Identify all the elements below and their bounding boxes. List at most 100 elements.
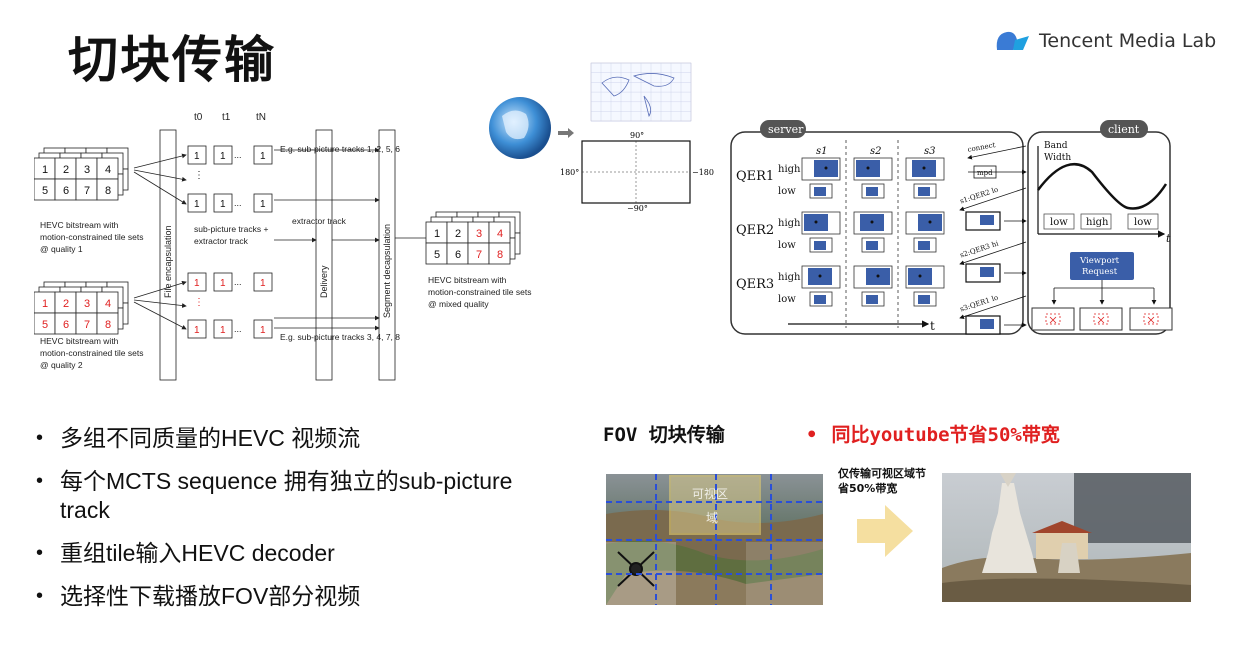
tile-number: 8 (105, 319, 111, 331)
low-region (814, 295, 826, 304)
low-region (918, 241, 930, 250)
missing-tile-icon (1049, 316, 1057, 324)
low-label: low (778, 294, 796, 305)
fov-note: •同比youtube节省50%带宽 (806, 420, 1060, 447)
drone-tiled-image: 可视区 域 (606, 474, 823, 605)
track-sample-value: 1 (260, 151, 266, 162)
low-region (814, 241, 826, 250)
tile-number: 4 (105, 164, 111, 176)
bandwidth-curve (1037, 162, 1168, 210)
lat-top-label: 90° (630, 131, 644, 140)
track-sample-value: 1 (260, 325, 266, 336)
low-region (866, 241, 878, 250)
download-slot (1031, 307, 1075, 331)
response-region (980, 267, 994, 277)
segment-label: s1 (816, 146, 828, 157)
track-sample-value: 1 (194, 278, 200, 289)
region-dot (814, 220, 818, 224)
region-dot (866, 166, 870, 170)
connect-arrow (967, 145, 1027, 160)
track-sample-value: 1 (194, 325, 200, 336)
tile-cell (96, 178, 119, 201)
track-sample-value: 1 (260, 278, 266, 289)
bullet-item: 每个MCTS sequence 拥有独立的sub-picture track (34, 467, 564, 525)
quality-level-label: low (1134, 217, 1152, 228)
track-sample (213, 193, 233, 213)
tile-number: 1 (42, 164, 48, 176)
bandwidth-save-note: 仅传输可视区域节省50%带宽 (838, 467, 926, 495)
qer-row-label: QER1 (736, 169, 774, 184)
tile-number: 3 (84, 298, 90, 310)
fov-label: FOV 切块传输 (603, 424, 725, 446)
pipeline-stage-label: Delivery (319, 265, 329, 298)
pipeline-stage-bar (378, 129, 396, 381)
quality-level-box (1127, 213, 1159, 230)
qer-row-label: QER3 (736, 277, 774, 292)
low-region (866, 187, 878, 196)
lon-left-label: 180° (560, 168, 579, 177)
track-sample (213, 272, 233, 292)
download-slot (1129, 307, 1173, 331)
low-label: low (778, 240, 796, 251)
viewport-request-label: Viewport (1079, 256, 1120, 266)
subpicture-extractor-label: sub-picture tracks + (194, 224, 268, 234)
track-sample (213, 145, 233, 165)
source-caption: @ quality 2 (40, 360, 83, 370)
tile-number: 5 (42, 185, 48, 197)
source-caption: @ quality 1 (40, 244, 83, 254)
tile-cell (96, 312, 119, 335)
bandwidth-label: Width (1044, 153, 1071, 163)
extractor-track-label: extractor track (292, 216, 347, 226)
region-dot (876, 274, 880, 278)
low-region (918, 187, 930, 196)
flow-arrow (133, 169, 187, 182)
time-label: tN (256, 112, 266, 123)
bullet-list: 多组不同质量的HEVC 视频流 每个MCTS sequence 拥有独立的sub… (34, 424, 564, 625)
output-caption: motion-constrained tile sets (428, 287, 531, 297)
bullet-item: 多组不同质量的HEVC 视频流 (34, 424, 564, 453)
request-arrow (959, 295, 1027, 320)
segment-label: s2 (870, 146, 882, 157)
response-region (980, 215, 994, 225)
track-sample-value: 1 (220, 151, 226, 162)
region-dot (928, 220, 932, 224)
tile-number: 6 (63, 319, 69, 331)
tile-number: 2 (63, 164, 69, 176)
ellipsis: ... (234, 198, 242, 208)
lon-right-label: −180° (692, 168, 714, 177)
missing-tile-icon (1097, 316, 1105, 324)
tile-number: 7 (84, 319, 90, 331)
tile-number: 7 (84, 185, 90, 197)
source-caption: motion-constrained tile sets (40, 232, 143, 242)
track-sample (253, 319, 273, 339)
viewport-overlay-text: 域 (706, 511, 718, 525)
flow-arrow (133, 171, 187, 205)
track-sample-value: 1 (194, 151, 200, 162)
track-sample (187, 193, 207, 213)
flow-arrow (133, 153, 187, 169)
track-sample (253, 193, 273, 213)
region-dot (922, 166, 926, 170)
track-sample-value: 1 (194, 199, 200, 210)
slide-title: 切块传输 (68, 31, 276, 89)
pagoda-viewport-image (942, 473, 1191, 602)
subpicture-extractor-label: extractor track (194, 236, 249, 246)
response-region (980, 319, 994, 329)
qer-row-label: QER2 (736, 223, 774, 238)
region-dot (918, 274, 922, 278)
flow-arrow (133, 301, 187, 330)
client-t-label: t (1166, 232, 1171, 245)
track-sample (187, 319, 207, 339)
low-region (918, 295, 930, 304)
quality-level-label: high (1086, 217, 1109, 228)
right-arrow-icon (857, 505, 913, 557)
vertical-ellipsis: ⋮ (194, 297, 204, 308)
request-arrow (959, 241, 1027, 266)
download-slot (1079, 307, 1123, 331)
vertical-ellipsis: ⋮ (194, 170, 204, 181)
flow-arrow (133, 299, 187, 308)
pipeline-stage-label: File encapsulation (163, 225, 173, 298)
bullet-item: 选择性下载播放FOV部分视频 (34, 582, 564, 611)
low-label: low (778, 186, 796, 197)
